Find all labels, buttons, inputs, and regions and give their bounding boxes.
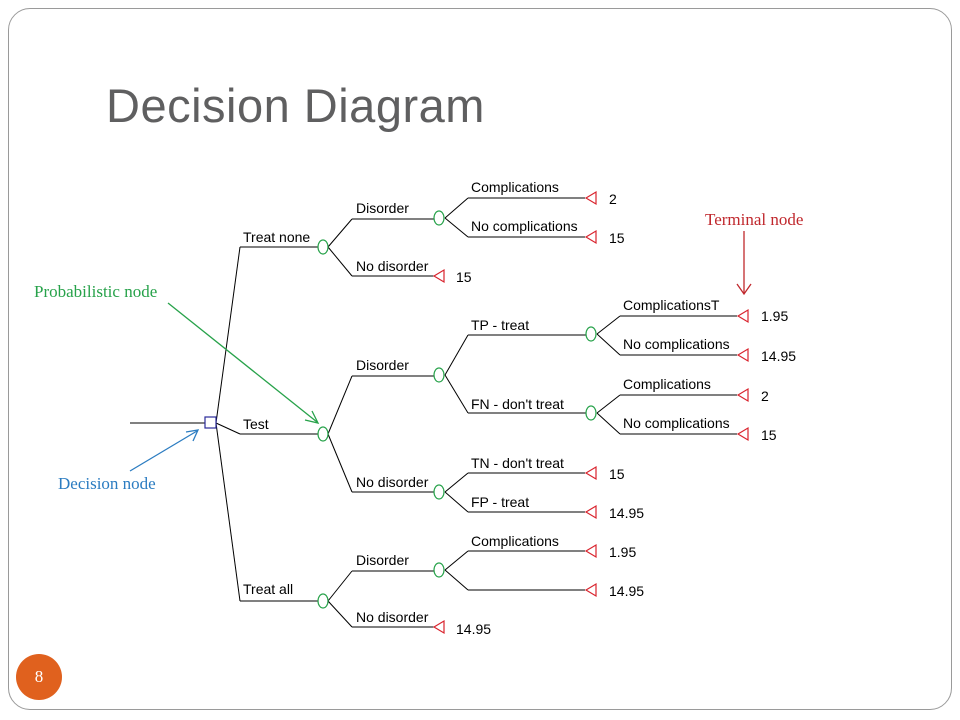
terminal-node-tp-no-complications <box>736 347 749 363</box>
treat-none-complications-value: 2 <box>609 191 617 207</box>
test-label: Test <box>243 416 269 432</box>
treat-all-complications-label: Complications <box>471 533 559 549</box>
chance-node-fn <box>585 405 597 421</box>
treat-none-branch <box>240 197 585 277</box>
root-branch <box>130 246 241 602</box>
fn-complications-value: 2 <box>761 388 769 404</box>
probabilistic-node-annotation: Probabilistic node <box>34 282 158 301</box>
treat-all-no-disorder-value: 14.95 <box>456 621 491 637</box>
probabilistic-node-arrow <box>167 302 320 424</box>
chance-node-test <box>317 426 329 442</box>
treat-none-disorder-label: Disorder <box>356 200 409 216</box>
treat-all-no-complications-value: 14.95 <box>609 583 644 599</box>
test-branch <box>240 315 737 513</box>
fn-complications-label: Complications <box>623 376 711 392</box>
decision-node-arrow <box>129 429 200 472</box>
test-disorder-label: Disorder <box>356 357 409 373</box>
terminal-node-tn <box>584 465 597 481</box>
terminal-node-fn-complications <box>736 387 749 403</box>
test-no-disorder-label: No disorder <box>356 474 429 490</box>
chance-node-treat-none-disorder <box>433 210 445 226</box>
terminal-node-treat-none-no-complications <box>584 229 597 245</box>
terminal-node-treat-all-no-complications <box>584 582 597 598</box>
page-number-badge: 8 <box>16 654 62 700</box>
chance-node-treat-all <box>317 593 329 609</box>
treat-all-label: Treat all <box>243 581 293 597</box>
terminal-node-fp <box>584 504 597 520</box>
fp-treat-label: FP - treat <box>471 494 529 510</box>
treat-all-disorder-label: Disorder <box>356 552 409 568</box>
tp-no-complications-value: 14.95 <box>761 348 796 364</box>
treat-none-no-complications-value: 15 <box>609 230 625 246</box>
treat-none-label: Treat none <box>243 229 310 245</box>
tp-no-complications-label: No complications <box>623 336 730 352</box>
fp-value: 14.95 <box>609 505 644 521</box>
terminal-node-fn-no-complications <box>736 426 749 442</box>
treat-all-no-disorder-label: No disorder <box>356 609 429 625</box>
slide-frame <box>8 8 952 710</box>
treat-none-no-complications-label: No complications <box>471 218 578 234</box>
slide-title: Decision Diagram <box>106 79 485 132</box>
tp-complications-label: ComplicationsT <box>623 297 720 313</box>
treat-all-complications-value: 1.95 <box>609 544 636 560</box>
chance-node-test-disorder <box>433 367 445 383</box>
treat-none-complications-label: Complications <box>471 179 559 195</box>
terminal-node-tp-complications <box>736 308 749 324</box>
terminal-node-arrow <box>736 231 752 296</box>
tp-complications-value: 1.95 <box>761 308 788 324</box>
treat-none-no-disorder-label: No disorder <box>356 258 429 274</box>
chance-node-treat-none <box>317 239 329 255</box>
fn-dont-treat-label: FN - don't treat <box>471 396 564 412</box>
terminal-node-treat-none-complications <box>584 190 597 206</box>
tp-treat-label: TP - treat <box>471 317 529 333</box>
terminal-node-treat-none-no-disorder <box>432 268 445 284</box>
fn-no-complications-value: 15 <box>761 427 777 443</box>
decision-node-annotation: Decision node <box>58 474 156 493</box>
treat-all-branch <box>240 550 585 628</box>
tn-value: 15 <box>609 466 625 482</box>
terminal-node-treat-all-complications <box>584 543 597 559</box>
treat-none-no-disorder-value: 15 <box>456 269 472 285</box>
decision-node <box>204 416 217 429</box>
chance-node-tp <box>585 326 597 342</box>
tn-dont-treat-label: TN - don't treat <box>471 455 564 471</box>
terminal-node-annotation: Terminal node <box>705 210 804 229</box>
fn-no-complications-label: No complications <box>623 415 730 431</box>
terminal-node-treat-all-no-disorder <box>432 619 445 635</box>
chance-node-treat-all-disorder <box>433 562 445 578</box>
chance-node-test-no-disorder <box>433 484 445 500</box>
